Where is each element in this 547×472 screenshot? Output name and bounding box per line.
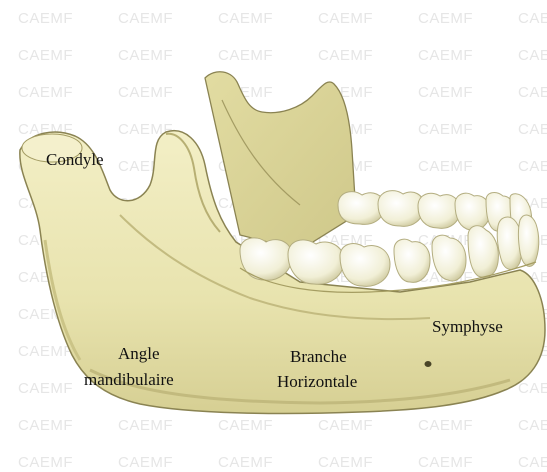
mental-foramen [425,361,432,367]
label-condyle: Condyle [46,150,104,170]
rear-ramus [205,72,356,250]
label-symphyse: Symphyse [432,317,503,337]
label-angle-line1: Angle [118,344,160,364]
label-branche-line2: Horizontale [277,372,357,392]
label-branche-line1: Branche [290,347,347,367]
label-angle-line2: mandibulaire [84,370,174,390]
